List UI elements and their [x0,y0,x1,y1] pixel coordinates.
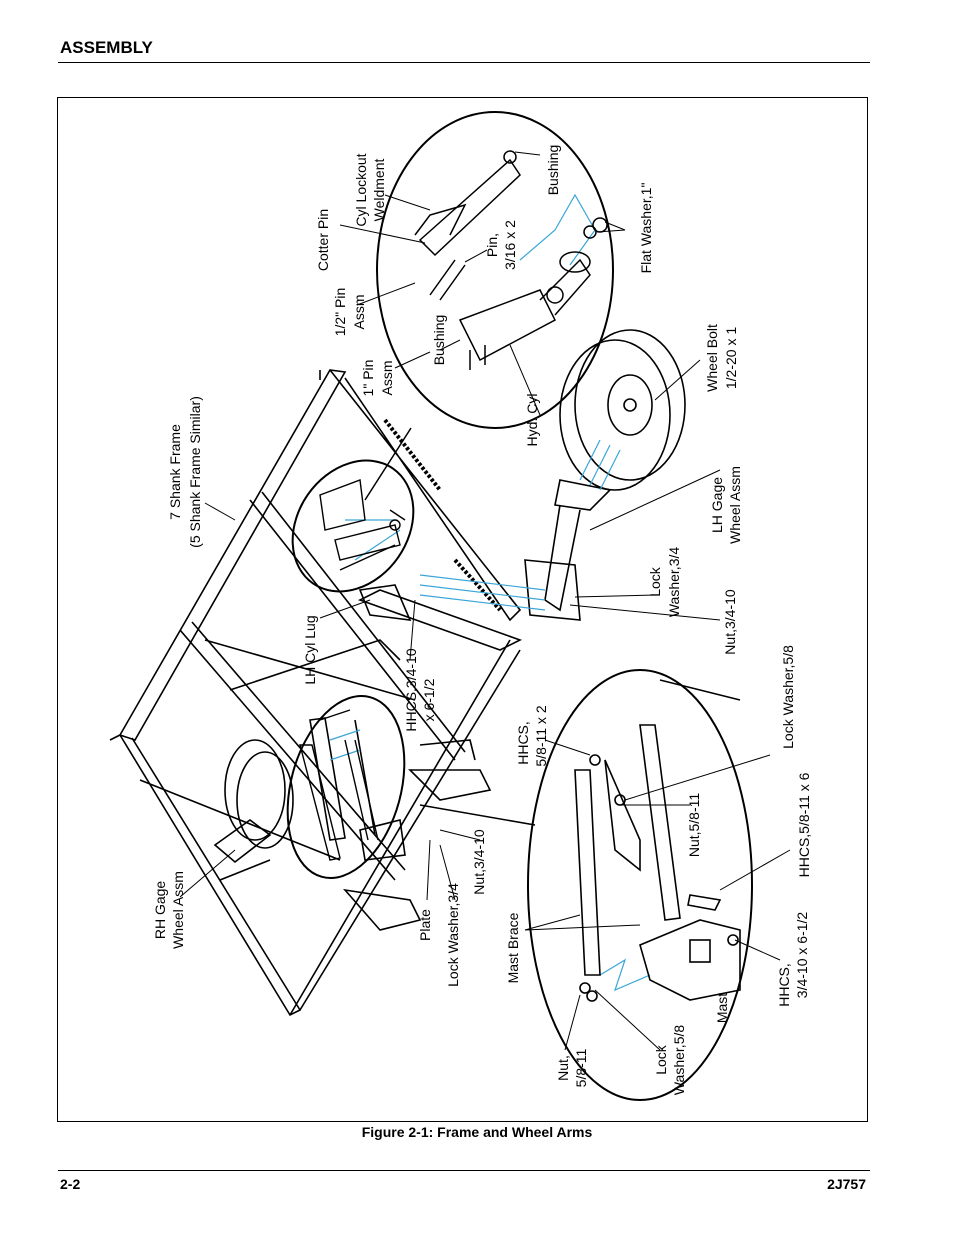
label-hhcs-58-6: HHCS,5/8-11 x 6 [796,772,812,877]
detail-ellipses [286,111,753,1101]
mast-detail-drawing [299,709,379,861]
label-hhcs-34b-1: HHCS, [776,963,792,1007]
label-half-pin-1: 1/2" Pin [332,288,348,337]
label-nut-58-2: 5/8-11 [573,1048,589,1087]
label-mast: Mast [714,993,730,1023]
label-cotter-pin: Cotter Pin [315,209,331,271]
label-hhcs-58-2: 5/8-11 x 2 [533,705,549,766]
label-lh-gage-2: Wheel Assm [727,466,743,544]
callout-labels: 7 Shank Frame (5 Shank Frame Similar) 1"… [152,145,812,1095]
label-hhcs-58-1: HHCS, [515,721,531,765]
cylinder-detail-drawing [414,150,608,370]
label-wheel-bolt-1: Wheel Bolt [704,324,720,392]
label-hhcs-34-2: x 6-1/2 [421,678,437,721]
label-pin-1: Pin, [484,233,500,257]
label-nut-34-right: Nut,3/4-10 [722,589,738,655]
label-nut-58-1: Nut, [555,1055,571,1081]
label-lock-washer-34a-1: Lock [647,566,663,597]
figure-frame [57,97,868,1122]
figure-caption: Figure 2-1: Frame and Wheel Arms [361,1124,593,1140]
label-lock-washer-34b: Lock Washer,3/4 [445,883,461,987]
label-bushing-left: Bushing [431,315,447,366]
label-hyd-cyl: Hyd. Cyl [524,394,540,447]
label-bushing-top: Bushing [545,145,561,196]
label-cyl-lockout-1: Cyl Lockout [353,153,369,226]
label-shank-frame-2: (5 Shank Frame Similar) [187,396,203,548]
label-plate: Plate [417,909,433,941]
label-hhcs-34b-2: 3/4-10 x 6-1/2 [794,912,810,999]
label-lock-washer-58-2: Washer,5/8 [671,1025,687,1096]
leader-lines [179,151,791,1051]
label-wheel-bolt-2: 1/2-20 x 1 [723,327,739,389]
label-pin-2: 3/16 x 2 [502,220,518,270]
label-nut-34-left: Nut,3/4-10 [471,829,487,895]
footer-rule [58,1170,870,1171]
header-rule [58,62,870,63]
label-hhcs-34-1: HHCS,3/4-10 [403,648,419,731]
label-1in-pin-2: Assm [379,361,395,396]
label-lh-cyl-lug: LH Cyl Lug [302,615,318,684]
label-lock-washer-58-right: Lock Washer,5/8 [780,645,796,749]
label-rh-gage-2: Wheel Assm [170,871,186,949]
mast-brace-detail-drawing [574,679,741,1002]
label-mast-brace: Mast Brace [505,912,521,983]
label-lock-washer-58-1: Lock [653,1044,669,1075]
label-cyl-lockout-2: Weldment [371,159,387,222]
section-header: ASSEMBLY [60,38,153,57]
blue-guide-lines [329,193,651,992]
label-lock-washer-34a-2: Washer,3/4 [666,547,682,618]
label-nut-58-mid: Nut,5/8-11 [686,793,702,858]
document-id: 2J757 [827,1176,866,1192]
label-lh-gage-1: LH Gage [709,477,725,533]
label-flat-washer: Flat Washer,1" [638,183,654,274]
label-1in-pin-1: 1" Pin [360,360,376,397]
label-half-pin-2: Assm [351,295,367,330]
shank-frame-drawing [109,329,686,1017]
lug-detail-drawing [319,479,406,571]
label-shank-frame-1: 7 Shank Frame [167,424,183,520]
label-rh-gage-1: RH Gage [152,881,168,940]
page-number: 2-2 [60,1176,81,1192]
